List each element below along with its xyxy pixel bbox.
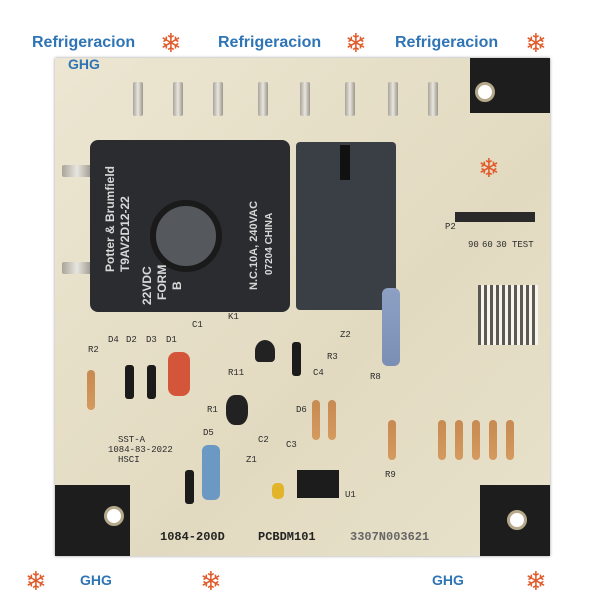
watermark-ghg: GHG — [80, 572, 112, 588]
spade-terminal — [300, 82, 310, 116]
spade-terminal — [428, 82, 438, 116]
silk-r1: R1 — [207, 405, 218, 415]
tantalum-capacitor — [272, 483, 284, 499]
board-code: 3307N003621 — [350, 530, 430, 544]
silk-c3: C3 — [286, 440, 297, 450]
snowflake-icon: ❄ — [345, 28, 367, 58]
transistor — [255, 340, 275, 362]
silk-u1: U1 — [345, 490, 356, 500]
silk-d4: D4 — [108, 335, 119, 345]
board-code: PCBDM101 — [258, 530, 316, 544]
snowflake-icon: ❄ — [160, 28, 182, 58]
relay-label: FORM — [155, 264, 169, 300]
relay-label: T9AV2D12-22 — [118, 196, 132, 272]
relay-label: B — [170, 281, 184, 290]
watermark-text: Refrigeracion — [32, 34, 136, 52]
silk-r2: R2 — [88, 345, 99, 355]
spade-terminal — [388, 82, 398, 116]
silk-r8: R8 — [370, 372, 381, 382]
silk-r3: R3 — [327, 352, 338, 362]
relay-rating: N.C.10A, 240VAC — [248, 200, 260, 290]
resistor — [489, 420, 497, 460]
ic-u1 — [297, 470, 339, 498]
resistor — [328, 400, 336, 440]
resistor — [438, 420, 446, 460]
resistor — [312, 400, 320, 440]
silk-d3: D3 — [146, 335, 157, 345]
relay-knob — [150, 200, 222, 272]
pin-header-p2 — [455, 212, 535, 222]
resistor — [506, 420, 514, 460]
watermark-text: Refrigeracion — [218, 34, 322, 52]
qr-label — [478, 285, 538, 345]
silk-sst: SST-A — [118, 435, 146, 445]
silk-r11: R11 — [228, 368, 245, 378]
watermark-ghg: GHG — [432, 572, 464, 588]
spade-terminal — [133, 82, 143, 116]
snowflake-icon: ❄ — [525, 566, 547, 596]
diode — [185, 470, 194, 504]
resistor — [87, 370, 95, 410]
silk-60: 60 — [482, 240, 493, 250]
silk-c4: C4 — [313, 368, 324, 378]
relay-slot — [340, 145, 350, 180]
mounting-hole — [507, 510, 527, 530]
silk-p2: P2 — [445, 222, 456, 232]
silk-d5: D5 — [203, 428, 214, 438]
silk-r9: R9 — [385, 470, 396, 480]
mounting-hole — [475, 82, 495, 102]
snowflake-icon: ❄ — [478, 153, 500, 183]
silk-c1: C1 — [192, 320, 203, 330]
resistor — [472, 420, 480, 460]
snowflake-icon: ❄ — [525, 28, 547, 58]
diode — [147, 365, 156, 399]
spade-terminal — [62, 165, 92, 177]
watermark-ghg: GHG — [68, 56, 100, 72]
silk-30: 30 — [496, 240, 507, 250]
silk-d6: D6 — [296, 405, 307, 415]
relay-rating: 07204 CHINA — [264, 212, 275, 275]
silk-z2: Z2 — [340, 330, 351, 340]
resistor-blue — [202, 445, 220, 500]
silk-90: 90 — [468, 240, 479, 250]
silk-z1: Z1 — [246, 455, 257, 465]
board-code: 1084-200D — [160, 530, 225, 544]
electrolytic-capacitor — [226, 395, 248, 425]
relay-label: 22VDC — [140, 266, 154, 305]
spade-terminal — [213, 82, 223, 116]
snowflake-icon: ❄ — [200, 566, 222, 596]
capacitor — [168, 352, 190, 396]
silk-test: TEST — [512, 240, 534, 250]
spade-terminal — [62, 262, 92, 274]
resistor — [455, 420, 463, 460]
spade-terminal — [258, 82, 268, 116]
silk-d2: D2 — [126, 335, 137, 345]
power-resistor — [382, 288, 400, 366]
spade-terminal — [173, 82, 183, 116]
mounting-hole — [104, 506, 124, 526]
diode — [125, 365, 134, 399]
silk-k1: K1 — [228, 312, 239, 322]
diode — [292, 342, 301, 376]
silk-c2: C2 — [258, 435, 269, 445]
resistor — [388, 420, 396, 460]
snowflake-icon: ❄ — [25, 566, 47, 596]
silk-part: 1084-83-2022 — [108, 445, 173, 455]
spade-terminal — [345, 82, 355, 116]
relay-label: Potter & Brumfield — [103, 165, 117, 272]
silk-hsci: HSCI — [118, 455, 140, 465]
watermark-text: Refrigeracion — [395, 34, 499, 52]
silk-d1: D1 — [166, 335, 177, 345]
